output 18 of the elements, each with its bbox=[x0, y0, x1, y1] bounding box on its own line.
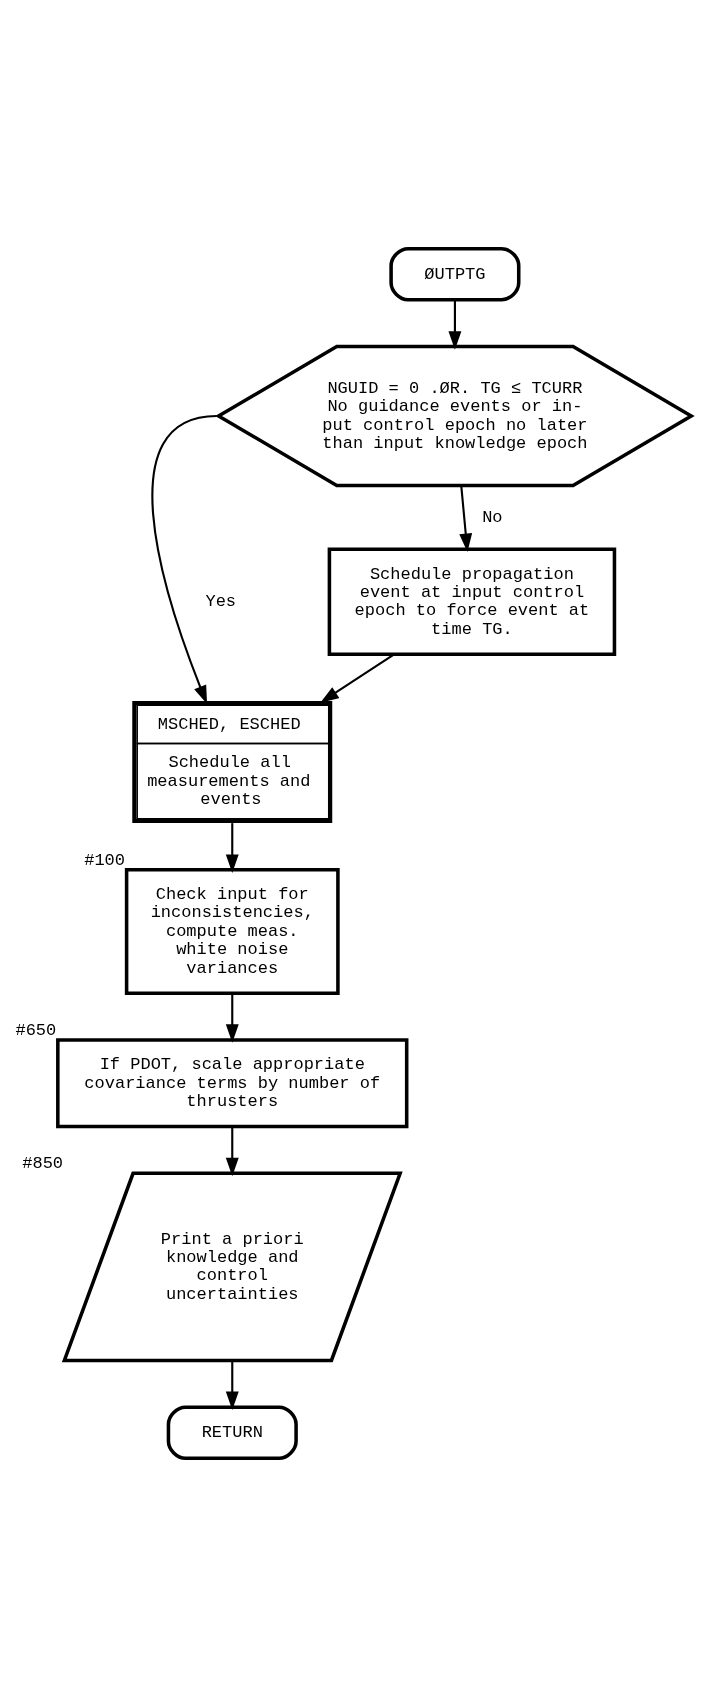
arrow bbox=[225, 823, 239, 873]
arrow bbox=[459, 485, 473, 552]
arrow bbox=[151, 414, 217, 704]
node-box: Schedule propagation event at input control epoch to force event at time TG. bbox=[327, 547, 617, 656]
node-box: Check input for inconsistencies, compute meas. white noise variances bbox=[124, 868, 340, 995]
node-label: #650 bbox=[15, 1021, 57, 1041]
node-box: RETURN bbox=[166, 1405, 298, 1461]
edge-label: Yes bbox=[205, 592, 237, 612]
arrow bbox=[448, 299, 462, 350]
arrow bbox=[225, 1126, 239, 1177]
node-label: #100 bbox=[84, 850, 126, 870]
arrow bbox=[225, 993, 239, 1043]
edge-label: No bbox=[482, 507, 503, 527]
node-label: #850 bbox=[22, 1154, 64, 1174]
node-box: If PDOT, scale appropriate covariance terms by number of thrusters bbox=[56, 1038, 409, 1129]
node-box: ØUTPTG bbox=[389, 246, 521, 302]
arrow bbox=[225, 1360, 239, 1410]
arrow bbox=[320, 653, 395, 703]
